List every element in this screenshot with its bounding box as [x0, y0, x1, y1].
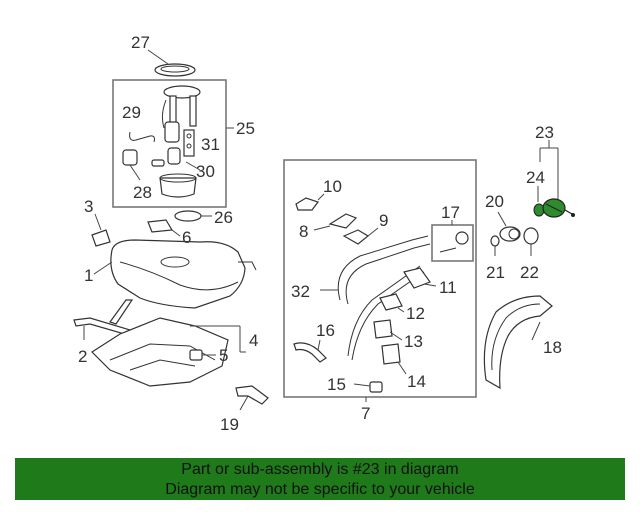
- callout-19: 19: [220, 415, 239, 434]
- part-18-liner[interactable]: [483, 295, 553, 390]
- callout-10: 10: [323, 177, 342, 196]
- callout-16: 16: [316, 321, 335, 340]
- part-17-box: [431, 224, 474, 262]
- pump-body[interactable]: [151, 121, 181, 167]
- part-25-pump-module[interactable]: [161, 85, 201, 129]
- part-26-gasket[interactable]: [174, 210, 202, 222]
- part-16-hose[interactable]: [293, 342, 327, 363]
- info-banner: Part or sub-assembly is #23 in diagram D…: [15, 458, 625, 500]
- banner-line-part: Part or sub-assembly is #23 in diagram: [181, 461, 459, 478]
- part-10-bracket[interactable]: [295, 197, 319, 211]
- part-6-plate[interactable]: [147, 219, 174, 233]
- part-11-valve[interactable]: [403, 267, 431, 289]
- part-22-gasket[interactable]: [523, 227, 539, 245]
- callout-21: 21: [486, 263, 505, 282]
- callout-4: 4: [249, 331, 258, 350]
- part-13-housing[interactable]: [373, 319, 393, 339]
- callout-15: 15: [327, 375, 346, 394]
- banner-line-disclaimer: Diagram may not be specific to your vehi…: [165, 481, 475, 498]
- callout-29: 29: [122, 103, 141, 122]
- part-15-clip[interactable]: [369, 381, 383, 393]
- callout-22: 22: [520, 263, 539, 282]
- part-5-bolt[interactable]: [189, 349, 203, 361]
- callout-13: 13: [404, 332, 423, 351]
- part-8-clamp[interactable]: [328, 213, 358, 229]
- callout-3: 3: [84, 197, 93, 216]
- part-31-sender[interactable]: [183, 129, 195, 157]
- callout-30: 30: [196, 162, 215, 181]
- callout-18: 18: [543, 338, 562, 357]
- part-12-bracket[interactable]: [379, 293, 403, 311]
- callout-31: 31: [201, 135, 220, 154]
- callout-25: 25: [236, 119, 255, 138]
- callout-2: 2: [78, 347, 87, 366]
- callout-9: 9: [379, 211, 388, 230]
- part-32-filler-pipe[interactable]: [337, 235, 431, 361]
- callout-27: 27: [131, 33, 150, 52]
- part-27-lock-ring[interactable]: [154, 63, 196, 77]
- callout-28: 28: [133, 183, 152, 202]
- part-17-fitting[interactable]: [439, 231, 469, 253]
- parts-diagram: 27 25 29 31 30 28 3 26 6 1 4 5 2 19 10 8…: [73, 33, 575, 434]
- part-3-pad[interactable]: [91, 229, 111, 247]
- part-29-hose[interactable]: [129, 131, 155, 143]
- part-23-fuel-cap[interactable]: [542, 198, 575, 218]
- part-14-housing[interactable]: [381, 343, 401, 365]
- part-1-fuel-tank[interactable]: [110, 239, 257, 309]
- callout-17: 17: [441, 203, 460, 222]
- part-4-protector[interactable]: [91, 317, 229, 387]
- callout-5: 5: [219, 346, 228, 365]
- callout-24: 24: [526, 168, 545, 187]
- part-20-inlet[interactable]: [499, 226, 521, 242]
- callout-7: 7: [361, 404, 370, 423]
- callout-11: 11: [439, 278, 457, 297]
- filler-pipe-box: [283, 159, 477, 398]
- pump-assembly-box: [112, 79, 227, 208]
- callout-32: 32: [291, 282, 310, 301]
- callout-26: 26: [214, 208, 233, 227]
- callout-23: 23: [535, 123, 554, 142]
- callout-20: 20: [485, 192, 504, 211]
- callout-8: 8: [299, 222, 308, 241]
- part-24-cap-gasket[interactable]: [533, 203, 545, 217]
- callout-12: 12: [406, 304, 425, 323]
- callout-1: 1: [84, 266, 93, 285]
- part-9-bracket[interactable]: [342, 229, 370, 245]
- callout-14: 14: [407, 372, 426, 391]
- part-2-tank-straps[interactable]: [73, 299, 134, 336]
- callout-6: 6: [182, 228, 191, 247]
- part-19-hose[interactable]: [235, 385, 269, 405]
- part-21-ring[interactable]: [490, 235, 500, 247]
